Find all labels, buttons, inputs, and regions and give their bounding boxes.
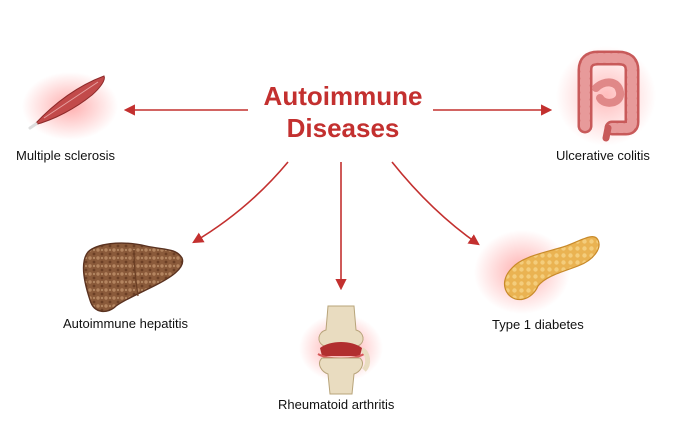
label-ulcerative-colitis: Ulcerative colitis <box>556 148 650 163</box>
label-autoimmune-hepatitis: Autoimmune hepatitis <box>63 316 189 331</box>
label-multiple-sclerosis: Multiple sclerosis <box>16 148 115 163</box>
diagram-title: Autoimmune Diseases <box>238 80 448 144</box>
label-rheumatoid-arthritis: Rheumatoid arthritis <box>278 397 395 412</box>
arrow-to-autoimmune-hepatitis <box>192 161 289 244</box>
arrow-to-type-1-diabetes <box>391 161 480 246</box>
label-type-1-diabetes: Type 1 diabetes <box>492 317 584 332</box>
title-line-1: Autoimmune <box>263 81 423 111</box>
title-line-2: Diseases <box>286 113 400 143</box>
